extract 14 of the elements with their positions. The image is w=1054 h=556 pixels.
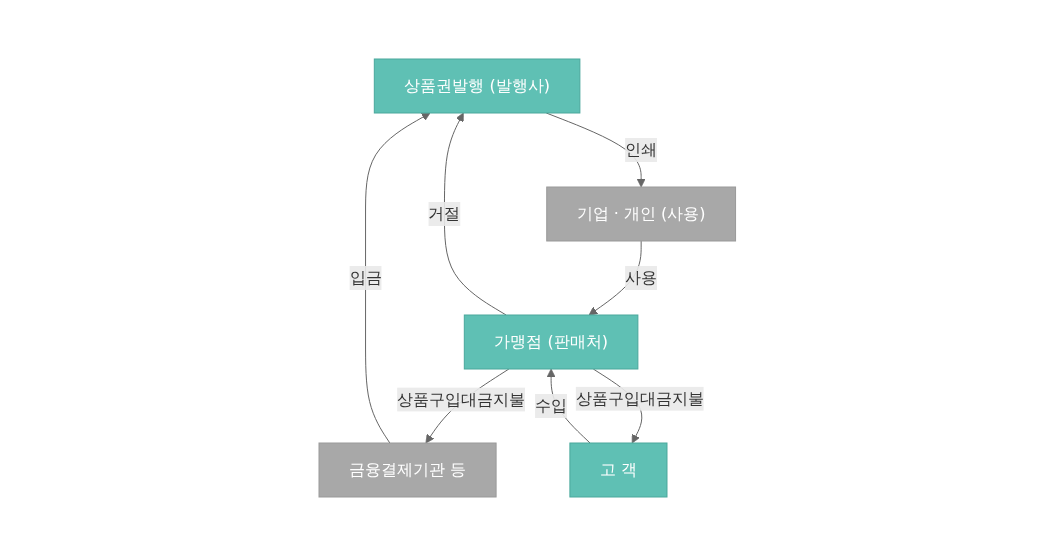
arrow bbox=[364, 112, 431, 444]
edge-label: 인쇄 bbox=[624, 140, 657, 159]
edge-label: 수입 bbox=[534, 396, 567, 415]
node-box: 상품권발행 (발행사) bbox=[373, 58, 581, 114]
node-box: 가맹점 (판매처) bbox=[463, 314, 639, 370]
edge-label: 입금 bbox=[349, 268, 382, 287]
node-box: 기업 · 개인 (사용) bbox=[545, 186, 736, 242]
edge-label: 거절 bbox=[428, 204, 461, 223]
arrow bbox=[443, 112, 507, 316]
edge-label: 상품구입대금지불 bbox=[396, 389, 525, 409]
edge-label: 사용 bbox=[624, 268, 657, 287]
edge-label: 상품구입대금지불 bbox=[575, 388, 704, 408]
node-box: 고 객 bbox=[569, 442, 668, 498]
node-box: 금융결제기관 등 bbox=[318, 442, 497, 498]
